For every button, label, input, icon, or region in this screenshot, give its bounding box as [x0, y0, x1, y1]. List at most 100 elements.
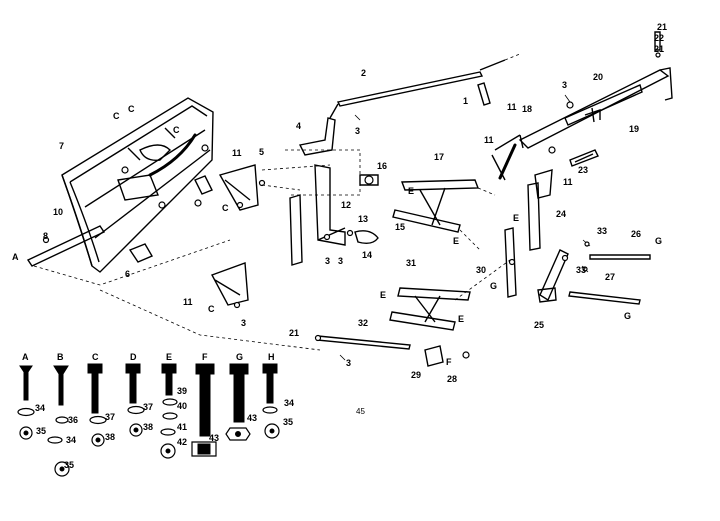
label-3b: 3 [562, 80, 567, 90]
label-36: 36 [68, 415, 78, 425]
label-11c: 11 [484, 135, 494, 145]
label-13: 13 [358, 214, 368, 224]
connection-letters: A C C C C C E E E E E F G G G A B C D E … [12, 104, 662, 367]
part-labels: 1 2 3 3 3 3 3 3 4 5 6 7 8 10 11 11 11 11… [35, 22, 667, 470]
lift-arm [491, 31, 673, 181]
arm-25 [537, 249, 569, 303]
label-21a: 21 [657, 22, 667, 32]
nut-28 [462, 351, 470, 359]
blade-assembly [61, 97, 214, 273]
frame-17 [392, 179, 496, 251]
label-11e: 11 [563, 177, 573, 187]
key-letter-A: A [22, 352, 29, 362]
label-3a: 3 [355, 126, 360, 136]
label-25: 25 [534, 320, 544, 330]
label-34a: 34 [35, 403, 45, 413]
key-letter-E: E [166, 352, 172, 362]
label-35a: 35 [36, 426, 46, 436]
label-10: 10 [53, 207, 63, 217]
label-34c: 34 [284, 398, 294, 408]
letter-C1: C [113, 111, 120, 121]
label-1: 1 [463, 96, 468, 106]
letter-E1: E [408, 186, 414, 196]
label-16: 16 [377, 161, 387, 171]
label-40: 40 [177, 401, 187, 411]
label-42: 42 [177, 437, 187, 447]
label-20: 20 [593, 72, 603, 82]
bracket-29 [424, 345, 444, 367]
label-33b: 33 [576, 265, 586, 275]
label-22: 22 [654, 33, 664, 43]
label-27: 27 [605, 272, 615, 282]
label-19: 19 [629, 124, 639, 134]
letter-C3: C [173, 125, 180, 135]
label-18: 18 [522, 104, 532, 114]
arm-30 [504, 227, 517, 298]
label-37a: 37 [105, 412, 115, 422]
label-32: 32 [358, 318, 368, 328]
label-38a: 38 [105, 432, 115, 442]
label-17: 17 [434, 152, 444, 162]
rod-27 [568, 291, 641, 305]
letter-E3: E [458, 314, 464, 324]
label-37b: 37 [143, 402, 153, 412]
bracket-11-lower [211, 262, 249, 309]
letter-G3: G [490, 281, 497, 291]
frame-31 [389, 259, 511, 331]
label-3d: 3 [325, 256, 330, 266]
key-letter-H: H [268, 352, 275, 362]
label-6: 6 [125, 269, 130, 279]
center-frame [261, 117, 379, 266]
label-29: 29 [411, 370, 421, 380]
label-41: 41 [177, 422, 187, 432]
rod-2 [336, 71, 484, 107]
letter-A: A [12, 252, 19, 262]
key-letter-D: D [130, 352, 137, 362]
label-23: 23 [578, 165, 588, 175]
label-39: 39 [177, 386, 187, 396]
letter-F: F [446, 357, 452, 367]
rod-32 [316, 335, 411, 350]
letter-G2: G [624, 311, 631, 321]
rod-26 [589, 254, 651, 260]
hardware-key [17, 363, 280, 477]
key-letter-C: C [92, 352, 99, 362]
letter-E4: E [513, 213, 519, 223]
letter-C4: C [222, 203, 229, 213]
label-11b: 11 [183, 297, 193, 307]
letter-C2: C [128, 104, 135, 114]
key-letter-B: B [57, 352, 64, 362]
label-26: 26 [631, 229, 641, 239]
label-43b: 43 [247, 413, 257, 423]
label-12: 12 [341, 200, 351, 210]
page-number: 45 [356, 407, 365, 416]
key-letter-F: F [202, 352, 208, 362]
label-2: 2 [361, 68, 366, 78]
label-3e: 3 [338, 256, 343, 266]
label-8: 8 [43, 231, 48, 241]
letter-E2: E [380, 290, 386, 300]
label-24: 24 [556, 209, 566, 219]
label-11a: 11 [232, 148, 242, 158]
bracket-11-upper [218, 164, 266, 211]
label-14: 14 [362, 250, 372, 260]
pin-1 [477, 82, 491, 106]
label-21b: 21 [654, 44, 664, 54]
label-35b: 35 [64, 460, 74, 470]
label-38b: 38 [143, 422, 153, 432]
label-5: 5 [259, 147, 264, 157]
label-3f: 3 [346, 358, 351, 368]
arm-24 [527, 169, 553, 251]
label-4: 4 [296, 121, 301, 131]
label-33a: 33 [597, 226, 607, 236]
label-3c: 3 [241, 318, 246, 328]
label-34b: 34 [66, 435, 76, 445]
label-7: 7 [59, 141, 64, 151]
label-21c: 21 [289, 328, 299, 338]
label-15: 15 [395, 222, 405, 232]
letter-E5: E [453, 236, 459, 246]
letter-G1: G [655, 236, 662, 246]
label-11d: 11 [507, 102, 517, 112]
